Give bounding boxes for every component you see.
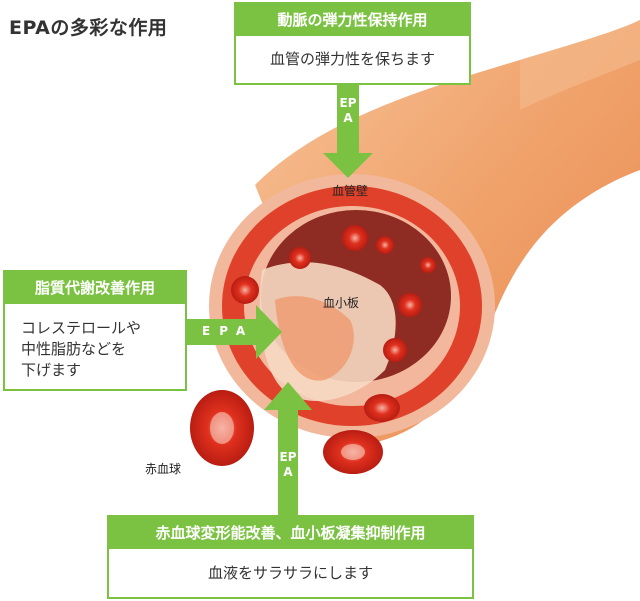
arrow-top-label: EPA [339, 96, 357, 125]
red-blood-cells [190, 390, 400, 474]
vessel-shading [520, 20, 640, 110]
effect-heading: 赤血球変形能改善、血小板凝集抑制作用 [109, 517, 472, 549]
arrow-bottom [264, 382, 312, 515]
arrow-top [323, 85, 373, 178]
effect-description: 血液をサラサラにします [207, 564, 373, 582]
platelet-label: 血小板 [323, 296, 360, 310]
arrow-left [187, 305, 282, 359]
red-blood-cell-label: 赤血球 [145, 462, 182, 476]
effect-box-lipid-metabolism: 脂質代謝改善作用 コレステロールや 中性脂肪などを 下げます [3, 270, 187, 391]
page-title: EPAの多彩な作用 [9, 17, 168, 39]
arrow-left-label: EPA [202, 324, 255, 338]
effect-box-arterial-elasticity: 動脈の弾力性保持作用 血管の弾力性を保ちます [234, 2, 471, 85]
effect-description: 血管の弾力性を保ちます [269, 50, 435, 68]
vessel-wall-label: 血管壁 [332, 184, 369, 198]
effect-heading: 動脈の弾力性保持作用 [236, 4, 469, 36]
lumen-cells [231, 225, 436, 362]
effect-box-blood-flow: 赤血球変形能改善、血小板凝集抑制作用 血液をサラサラにします [107, 515, 474, 599]
effect-description: コレステロールや 中性脂肪などを 下げます [21, 319, 142, 379]
effect-heading: 脂質代謝改善作用 [5, 272, 185, 304]
plaque-inner [275, 296, 354, 381]
arrow-bottom-label: EPA [279, 450, 297, 479]
